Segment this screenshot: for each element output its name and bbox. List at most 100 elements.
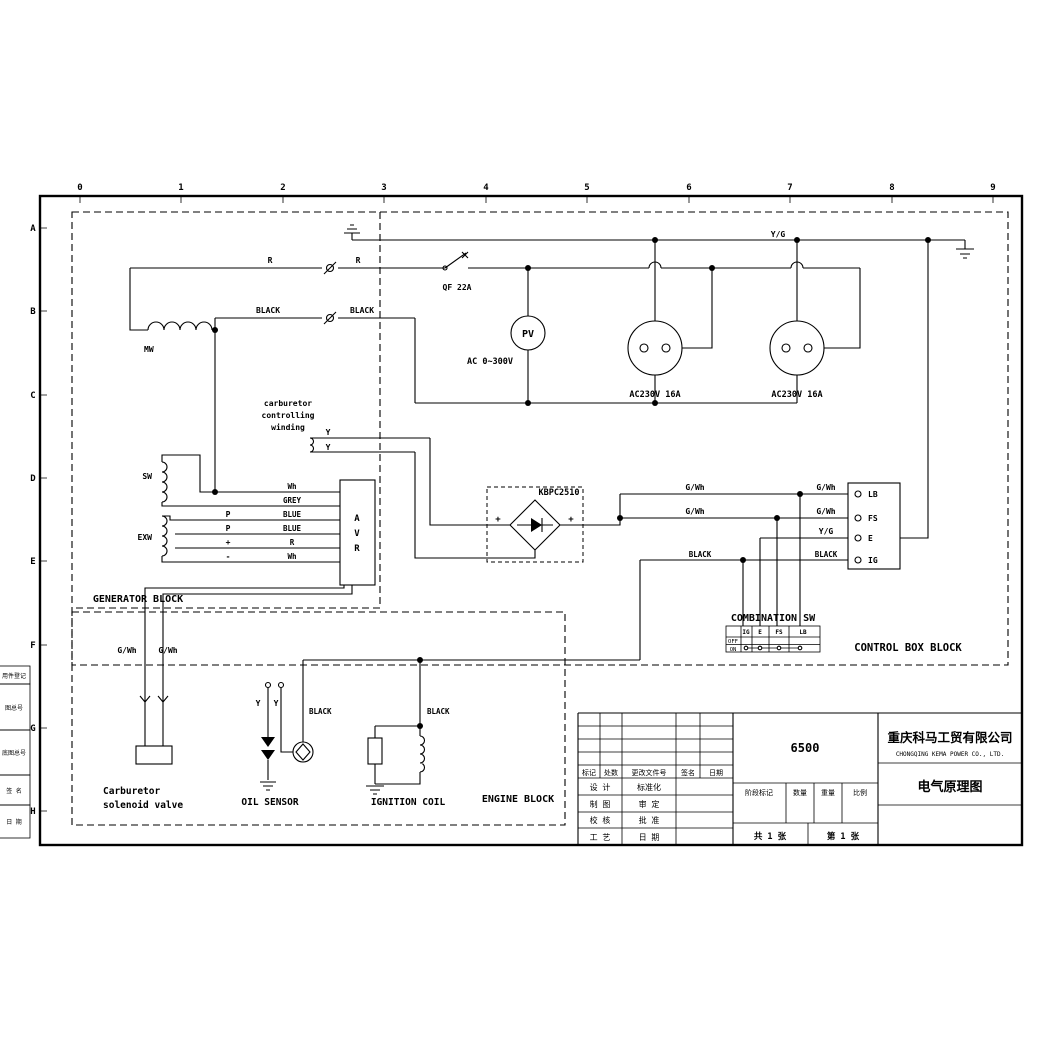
ruler-row: B <box>30 307 36 317</box>
tb-sheet-no: 第 1 张 <box>827 831 860 842</box>
wire-label-gwh-eng: G/Wh <box>158 646 177 655</box>
wire-label-gwh: G/Wh <box>816 483 835 492</box>
wire-label-yg-top: Y/G <box>771 230 786 239</box>
avr-mark-label: P <box>226 524 231 533</box>
carb-valve-label-1: Carburetor <box>103 786 160 797</box>
carb-valve-label-2: solenoid valve <box>103 800 183 811</box>
oil-sensor-label: OIL SENSOR <box>241 797 298 808</box>
comb-col: FS <box>775 629 783 636</box>
wire-label-gwh: G/Wh <box>816 507 835 516</box>
inline-connector-black <box>323 311 337 325</box>
tb-scale: 比例 <box>853 788 867 797</box>
ruler-row: E <box>30 557 35 567</box>
company-name-en: CHONGQING KEMA POWER CO., LTD. <box>896 751 1004 758</box>
wire-label-gwh-eng: G/Wh <box>117 646 136 655</box>
control-box-block-label: CONTROL BOX BLOCK <box>854 642 962 654</box>
wire-label-black-left: BLACK <box>256 306 280 315</box>
ruler-col: 8 <box>889 183 894 193</box>
margin-label: 底图总号 <box>2 749 26 757</box>
tb-row-design: 设 计 <box>590 782 611 792</box>
ground-symbol-right <box>956 240 974 259</box>
rectifier-plus-right: + <box>568 515 574 525</box>
ignition-coil-label: IGNITION COIL <box>371 797 446 808</box>
engine-block-label: ENGINE BLOCK <box>482 794 554 805</box>
carb-winding-label-2: controlling <box>262 410 315 420</box>
wire-label-y-oil: Y <box>274 699 279 708</box>
avr-wire-label: GREY <box>283 496 302 505</box>
exw-label: EXW <box>138 533 153 542</box>
margin-label: 日 期 <box>6 818 22 826</box>
avr-letter: R <box>354 544 360 554</box>
wire-label-black-ign: BLACK <box>427 707 450 716</box>
tb-qty: 数量 <box>793 788 807 797</box>
margin-label: 签 名 <box>6 787 22 795</box>
carb-winding-label-3: winding <box>271 422 305 432</box>
ruler-row: C <box>30 391 35 401</box>
tb-row-draft: 制 图 <box>590 799 611 809</box>
wire-label-y-top: Y <box>326 428 331 437</box>
wire-label-gwh: G/Wh <box>685 483 704 492</box>
ruler-col: 5 <box>584 183 589 193</box>
avr-wire-label: Wh <box>287 482 296 491</box>
comb-col: E <box>758 629 762 636</box>
rectifier-kbpc: KBPC2510 + + <box>486 486 621 563</box>
terminal-label-e: E <box>868 534 873 543</box>
carburetor-controlling-winding: carburetor controlling winding Y Y <box>262 399 536 559</box>
terminal-block: LB FS E IG <box>847 482 901 570</box>
engine-circuit: G/Wh G/Wh Carburetor solenoid valve Y Y … <box>103 646 640 811</box>
ignition-coil: BLACK IGNITION COIL <box>303 659 640 808</box>
terminal-label-fs: FS <box>868 514 878 523</box>
comb-row-off: OFF <box>728 639 738 645</box>
outlet-2: AC230V 16A <box>769 240 861 403</box>
generator-block-label: GENERATOR BLOCK <box>93 594 183 605</box>
inline-connector-r <box>323 261 337 275</box>
sub-winding-sw: SW <box>142 454 340 507</box>
tb-sheets-total: 共 1 张 <box>754 831 787 842</box>
comb-row-on: ON <box>730 647 737 653</box>
ruler-row: F <box>30 641 35 651</box>
avr-wire-label: BLUE <box>283 510 302 519</box>
avr-box: A V R <box>339 479 376 586</box>
block-outlines: GENERATOR BLOCK CONTROL BOX BLOCK ENGINE… <box>71 211 1009 826</box>
generator-circuit: carburetor controlling winding Y Y SW EX… <box>138 399 536 746</box>
outlet2-label: AC230V 16A <box>771 390 822 400</box>
circuit-breaker: QF 22A <box>442 251 472 292</box>
ruler-col: 7 <box>787 183 792 193</box>
terminal-label-ig: IG <box>868 556 878 565</box>
combination-sw-label: COMBINATION SW <box>731 613 816 624</box>
wire-label-yg-e: Y/G <box>819 527 834 536</box>
ground-symbol-left <box>344 224 360 240</box>
ruler-col: 6 <box>686 183 691 193</box>
sw-label: SW <box>142 472 152 481</box>
tb-header: 更改文件号 <box>632 768 667 777</box>
main-winding-mw: MW <box>129 268 216 492</box>
ruler-col: 1 <box>178 183 183 193</box>
ruler-row: A <box>30 224 36 234</box>
excitation-winding-exw: EXW <box>138 515 340 563</box>
rectifier-label: KBPC2510 <box>539 488 580 498</box>
tb-stage: 阶段标记 <box>745 788 773 797</box>
avr-letter: V <box>354 529 360 539</box>
tb-row-craft: 工 艺 <box>590 833 611 842</box>
wire-label-gwh: G/Wh <box>685 507 704 516</box>
engine-block-outline <box>71 611 566 826</box>
wire-label-black-ig: BLACK <box>689 550 712 559</box>
pv-meter-label: PV <box>522 329 534 340</box>
generator-block-outline <box>72 212 381 609</box>
ruler-row: H <box>30 807 35 817</box>
avr-mark-label: + <box>226 538 231 547</box>
avr-mark-label: P <box>226 510 231 519</box>
sheet-frame: 0 1 2 3 4 5 6 7 8 9 A B C D E F G H <box>30 183 1024 847</box>
tb-weight: 重量 <box>821 789 835 797</box>
ruler-col: 3 <box>381 183 386 193</box>
drawing-title: 电气原理图 <box>917 779 982 795</box>
comb-col: LB <box>799 629 807 636</box>
pv-meter: PV AC 0~300V <box>467 268 546 403</box>
junction-dots <box>212 237 931 729</box>
wire-label-y-oil: Y <box>256 699 261 708</box>
avr-mark-label: - <box>226 552 231 561</box>
wire-label-r-right: R <box>356 256 361 265</box>
tb-row-approve: 批 准 <box>639 815 660 825</box>
oil-sensor: Y Y BLACK OIL SENSOR <box>241 660 332 808</box>
